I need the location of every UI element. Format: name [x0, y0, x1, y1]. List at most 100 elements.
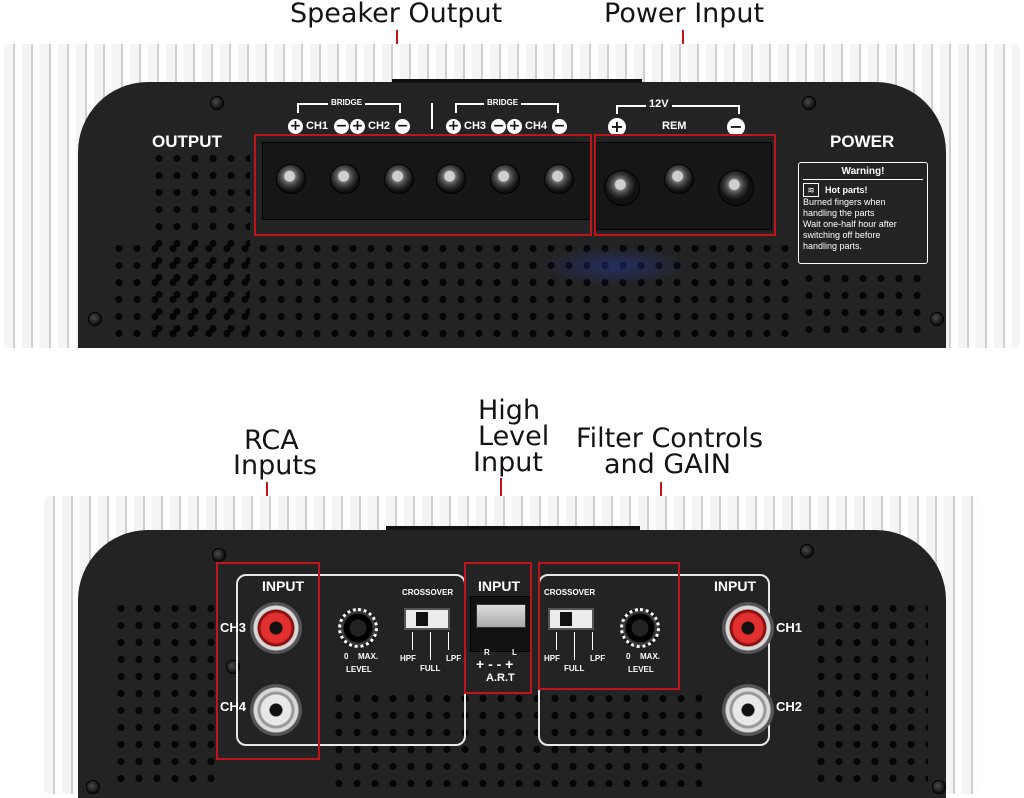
rca-inputs-highlight [216, 562, 320, 760]
ch1-label: CH1 [306, 120, 329, 132]
warning-line: Burned fingers when [803, 197, 886, 207]
bottom-vents-center [330, 690, 702, 790]
top-vents-right [800, 270, 930, 340]
level-zero-right: 0 [626, 652, 631, 661]
crossover-tick [556, 632, 557, 650]
speaker-output-highlight [254, 134, 592, 236]
center-vent-cover [330, 690, 702, 746]
crossover-label-left: CROSSOVER [402, 588, 454, 597]
bridge-bracket-left-tick-b [399, 103, 401, 113]
bottom-vents-right [812, 600, 928, 790]
ch2-input-label: CH2 [776, 699, 803, 714]
terminal-ch1-plus[interactable] [276, 164, 306, 194]
crossover-switch-right[interactable] [548, 608, 594, 630]
power-bracket-tick-b [738, 105, 740, 114]
bridge-label-left: BRIDGE [328, 98, 366, 107]
high-level-callout-line1: High [478, 395, 541, 426]
bridge-label-right: BRIDGE [484, 98, 522, 107]
top-screw-1 [210, 96, 224, 110]
high-level-input-highlight [464, 562, 532, 694]
full-label-left: FULL [420, 664, 441, 673]
level-label-left: LEVEL [346, 665, 372, 674]
minus-icon: − [395, 118, 410, 134]
crossover-switch-left[interactable] [404, 608, 450, 630]
terminal-ch4-minus[interactable] [544, 164, 574, 194]
warning-title: Warning! [803, 166, 923, 180]
filter-controls-callout-line2: and GAIN [604, 449, 731, 480]
crossover-label-right: CROSSOVER [544, 588, 596, 597]
minus-icon: − [552, 118, 567, 134]
power-label: POWER [830, 132, 895, 151]
bottom-screw-4 [86, 780, 100, 794]
rem-label: REM [662, 120, 687, 132]
crossover-tick [412, 632, 413, 650]
power-bracket-tick-a [616, 105, 618, 114]
warning-line: handling parts. [803, 241, 863, 251]
high-level-callout-line2: Level [478, 421, 550, 452]
input-label-left: INPUT [262, 578, 304, 594]
bridge-divider [431, 103, 433, 129]
top-screw-4 [930, 312, 944, 326]
power-bracket [616, 105, 740, 107]
power-input-highlight [594, 134, 776, 236]
lpf-label-right: LPF [590, 654, 606, 663]
minus-icon: − [491, 118, 506, 134]
gain-knob-left[interactable] [338, 608, 378, 648]
ch4-input-label: CH4 [220, 699, 247, 714]
ch4-label: CH4 [525, 120, 548, 132]
ch3-input-label: CH3 [220, 620, 247, 635]
rca-jack-ch4[interactable] [250, 684, 302, 736]
terminal-ch2[interactable] [384, 164, 414, 194]
bottom-panel-ridge [386, 526, 640, 530]
crossover-tick [448, 632, 449, 650]
ch3-label: CH3 [464, 120, 487, 132]
top-vents-bottom [110, 240, 796, 340]
bridge-bracket-right-tick-a [455, 103, 457, 113]
rca-jack-ch2[interactable] [722, 684, 774, 736]
terminal-ch4-plus[interactable] [490, 164, 520, 194]
rca-inputs-callout-line1: RCA [244, 425, 299, 456]
minus-icon: − [727, 118, 745, 136]
terminal-ch1-minus[interactable] [330, 164, 360, 194]
speaker-output-callout: Speaker Output [290, 0, 503, 29]
top-panel-ridge [392, 79, 642, 83]
high-level-callout-line3: Input [473, 447, 543, 478]
plus-icon: + [446, 118, 461, 134]
level-max-right: MAX. [640, 652, 660, 661]
top-blue-led-glow [540, 246, 690, 286]
gain-knob-right[interactable] [620, 608, 660, 648]
crossover-tick [574, 632, 575, 660]
plus-icon: + [350, 118, 365, 134]
bottom-vents-left [112, 600, 224, 790]
bottom-screw-2 [800, 544, 814, 558]
plus-icon: + [608, 118, 626, 136]
crossover-tick [430, 632, 431, 660]
terminal-rem[interactable] [664, 164, 694, 194]
hpf-label-right: HPF [544, 654, 560, 663]
rca-jack-ch3[interactable] [250, 602, 302, 654]
ch2-label: CH2 [368, 120, 391, 132]
rca-inputs-callout-line2: Inputs [233, 450, 317, 481]
12v-label: 12V [646, 98, 672, 110]
level-zero-left: 0 [344, 652, 349, 661]
plus-icon: + [507, 118, 522, 134]
input-label-right: INPUT [714, 578, 756, 594]
terminal-12v[interactable] [604, 170, 640, 206]
high-level-connector[interactable] [476, 604, 526, 628]
art-signs: + - - + [476, 656, 514, 672]
warning-line: handling the parts [803, 208, 875, 218]
bridge-bracket-left-tick-a [297, 103, 299, 113]
level-label-right: LEVEL [628, 665, 654, 674]
top-screw-3 [88, 312, 102, 326]
filter-controls-highlight [538, 562, 680, 690]
top-screw-2 [802, 96, 816, 110]
hpf-label-left: HPF [400, 654, 416, 663]
warning-hot-parts: Hot parts! [825, 185, 868, 195]
r-label: R [484, 648, 490, 657]
terminal-ch3[interactable] [436, 164, 466, 194]
power-input-callout: Power Input [604, 0, 765, 29]
hot-surface-icon: ≋ [803, 183, 819, 197]
terminal-ground[interactable] [718, 170, 754, 206]
speaker-terminal-block [262, 142, 592, 220]
rca-jack-ch1[interactable] [722, 602, 774, 654]
